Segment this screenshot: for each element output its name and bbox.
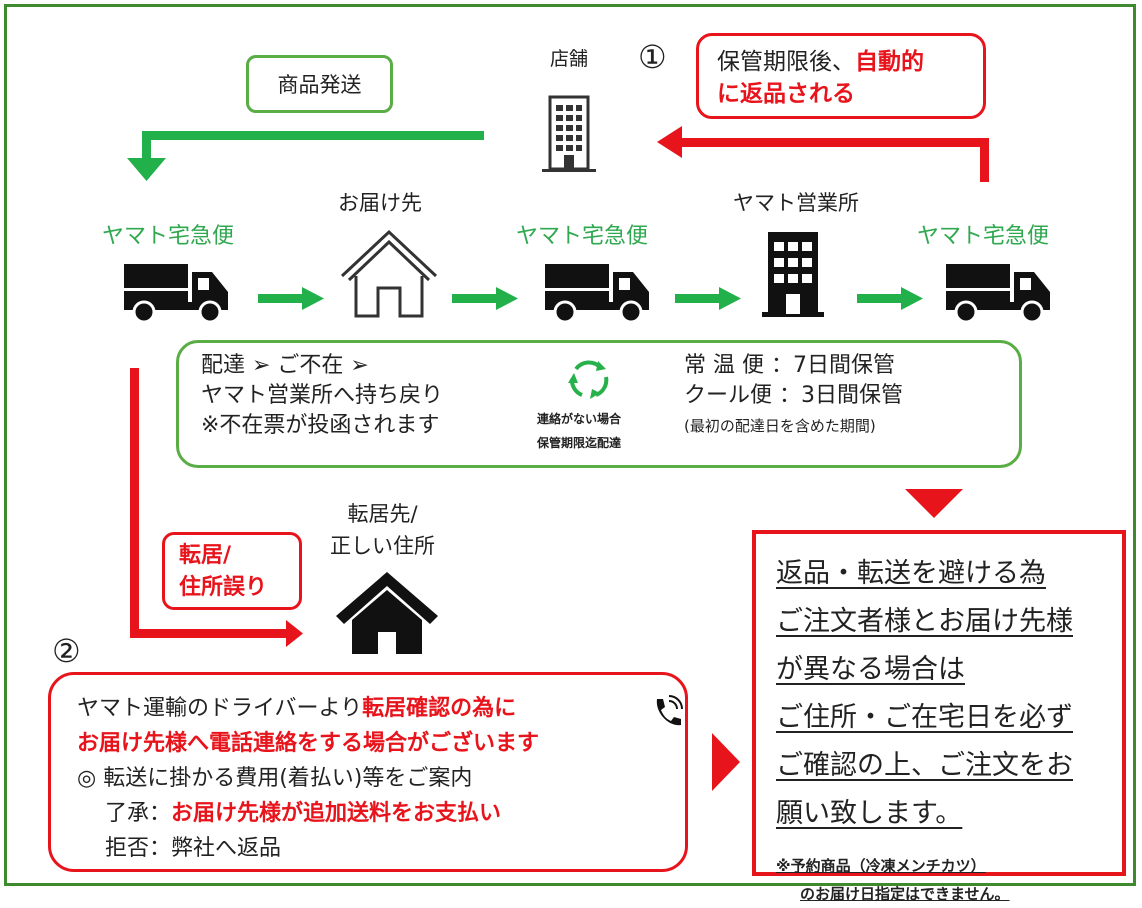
driver-line-2: お届け先様へ電話連絡をする場合がございます	[77, 731, 540, 756]
moving-to-line-1: 転居先/	[347, 502, 418, 526]
driver-line-4-red: お届け先様が追加送料をお支払い	[171, 801, 502, 826]
delivery-line-1: 配達 ➢ ご不在 ➢	[201, 353, 369, 378]
driver-line-5: 拒否：弊社へ返品	[105, 836, 282, 861]
delivery-line-3: ※不在票が投函されます	[201, 413, 440, 438]
notice-note-1: ※予約商品（冷凍メンチカツ）	[776, 857, 986, 875]
outer-frame	[4, 4, 1136, 886]
delivery-line-2: ヤマト営業所へ持ち戻り	[201, 383, 444, 408]
truck-label-2: ヤマト宅急便	[516, 224, 649, 249]
notice-line-3: が異なる場合は	[776, 654, 965, 685]
step-1-marker: ①	[638, 38, 667, 76]
return-arrow	[657, 126, 989, 182]
flow-arrow-1	[258, 287, 324, 310]
right-triangle	[712, 733, 740, 791]
moving-error-line-2: 住所誤り	[179, 575, 268, 600]
refresh-cycle-icon	[568, 360, 609, 399]
destination-label: お届け先	[338, 191, 422, 215]
moving-arrow	[130, 368, 303, 647]
step-2-marker: ②	[52, 632, 81, 670]
notice-line-5: ご確認の上、ご注文をお	[776, 750, 1073, 781]
cycle-line-1: 連絡がない場合	[537, 412, 622, 426]
shipping-label: 商品発送	[277, 73, 362, 97]
building-icon	[542, 95, 596, 172]
down-triangle	[905, 489, 963, 518]
auto-return-box: 保管期限後、自動的 に返品される	[696, 33, 986, 119]
auto-return-emphasis-2: に返品される	[717, 81, 855, 107]
office-label: ヤマト営業所	[733, 191, 859, 215]
moving-error-box: 転居/ 住所誤り	[162, 532, 302, 610]
house-outline-icon	[340, 229, 438, 318]
driver-line-1: ヤマト運輸のドライバーより	[77, 696, 363, 721]
shipping-arrow	[127, 131, 484, 181]
phone-icon	[656, 695, 683, 726]
notice-line-4: ご住所・ご在宅日を必ず	[776, 702, 1073, 733]
notice-line-2: ご注文者様とお届け先様	[776, 606, 1073, 637]
truck-icon	[124, 264, 228, 324]
driver-line-4-prefix: 了承：	[105, 801, 172, 826]
house-filled-icon	[336, 572, 438, 654]
truck-icon	[545, 264, 649, 324]
notice-line-1: 返品・転送を避ける為	[776, 558, 1046, 589]
office-building-icon	[762, 232, 824, 317]
normal-storage: 常 温 便 ：7日間保管	[684, 353, 895, 378]
cool-storage: クール便 ：3日間保管	[684, 383, 903, 408]
flow-arrow-4	[857, 287, 923, 310]
notice-line-6: 願い致します。	[776, 798, 963, 829]
flow-arrow-2	[452, 287, 518, 310]
truck-icon	[946, 264, 1050, 324]
moving-to-line-2: 正しい住所	[330, 534, 435, 558]
delivery-info-box: 配達 ➢ ご不在 ➢ ヤマト営業所へ持ち戻り ※不在票が投函されます 連絡がない…	[176, 340, 1022, 468]
moving-error-line-1: 転居/	[179, 543, 232, 568]
storage-note: (最初の配達日を含めた期間)	[684, 417, 876, 435]
driver-contact-box: ヤマト運輸のドライバーより転居確認の為に お届け先様へ電話連絡をする場合がござい…	[48, 672, 688, 872]
truck-label-1: ヤマト宅急便	[102, 224, 235, 249]
flow-arrow-3	[675, 287, 741, 310]
store-label: 店舗	[550, 48, 589, 70]
shipping-label-box: 商品発送	[246, 55, 393, 113]
notice-note-2: のお届け日指定はできません。	[800, 885, 1010, 903]
auto-return-emphasis: 自動的	[855, 49, 924, 75]
notice-box: 返品・転送を避ける為 ご注文者様とお届け先様 が異なる場合は ご住所・ご在宅日を…	[752, 530, 1126, 903]
driver-line-3: ◎ 転送に掛かる費用(着払い)等をご案内	[77, 766, 473, 791]
auto-return-text: 保管期限後、	[717, 49, 855, 75]
truck-label-3: ヤマト宅急便	[917, 224, 1050, 249]
cycle-line-2: 保管期限迄配達	[537, 436, 622, 450]
moving-to-label: 転居先/ 正しい住所	[330, 498, 435, 562]
driver-line-1-red: 転居確認の為に	[362, 696, 517, 721]
